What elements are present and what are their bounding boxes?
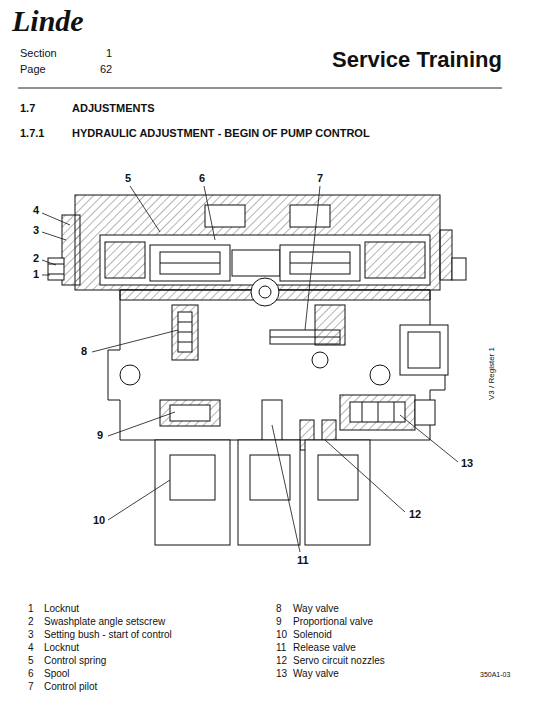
section-heading: ADJUSTMENTS: [72, 102, 155, 114]
header-value: 62: [100, 63, 112, 75]
figure-code: 350A1-03: [480, 671, 510, 679]
callout-number: 6: [198, 172, 206, 184]
part-number: 2: [28, 616, 34, 627]
callout-number: 7: [316, 172, 324, 184]
callout-number: 1: [32, 268, 40, 280]
part-number: 3: [28, 629, 34, 640]
part-number: 11: [276, 642, 286, 653]
callout-number: 9: [96, 429, 104, 441]
part-name: Servo circuit nozzles: [293, 655, 385, 666]
part-name: Control spring: [44, 655, 106, 666]
part-name: Proportional valve: [293, 616, 373, 627]
callout-number: 8: [80, 345, 88, 357]
section-heading: HYDRAULIC ADJUSTMENT - BEGIN OF PUMP CON…: [72, 127, 370, 139]
part-number: 13: [276, 668, 287, 679]
part-name: Way valve: [293, 603, 339, 614]
part-number: 1: [28, 603, 34, 614]
part-name: Swashplate angle setscrew: [44, 616, 165, 627]
drawing: [42, 186, 466, 552]
part-name: Control pilot: [44, 681, 97, 692]
callout-number: 10: [92, 514, 106, 526]
header-field: Section: [20, 47, 57, 59]
callout-number: 4: [32, 204, 40, 216]
callout-number: 13: [460, 457, 474, 469]
callout-number: 12: [408, 508, 422, 520]
header-value: 1: [106, 47, 112, 59]
header-field: Page: [20, 63, 46, 75]
part-name: Release valve: [293, 642, 356, 653]
part-number: 9: [276, 616, 282, 627]
page-title: Service Training: [332, 48, 502, 72]
part-number: 7: [28, 681, 34, 692]
part-name: Locknut: [44, 603, 79, 614]
part-number: 5: [28, 655, 34, 666]
part-name: Spool: [44, 668, 70, 679]
part-number: 8: [276, 603, 282, 614]
callout-number: 3: [32, 224, 40, 236]
register-note: V3 / Register 1: [488, 347, 497, 400]
callout-number: 11: [296, 554, 310, 566]
part-name: Way valve: [293, 668, 339, 679]
part-name: Setting bush - start of control: [44, 629, 172, 640]
part-number: 6: [28, 668, 34, 679]
callout-number: 5: [124, 172, 132, 184]
header-rule: [18, 88, 502, 89]
section-number: 1.7: [20, 102, 35, 114]
brand-logo: Linde: [12, 4, 84, 37]
part-number: 4: [28, 642, 34, 653]
part-name: Solenoid: [293, 629, 332, 640]
section-number: 1.7.1: [20, 127, 44, 139]
callout-number: 2: [32, 252, 40, 264]
part-number: 10: [276, 629, 287, 640]
part-number: 12: [276, 655, 287, 666]
part-name: Locknut: [44, 642, 79, 653]
